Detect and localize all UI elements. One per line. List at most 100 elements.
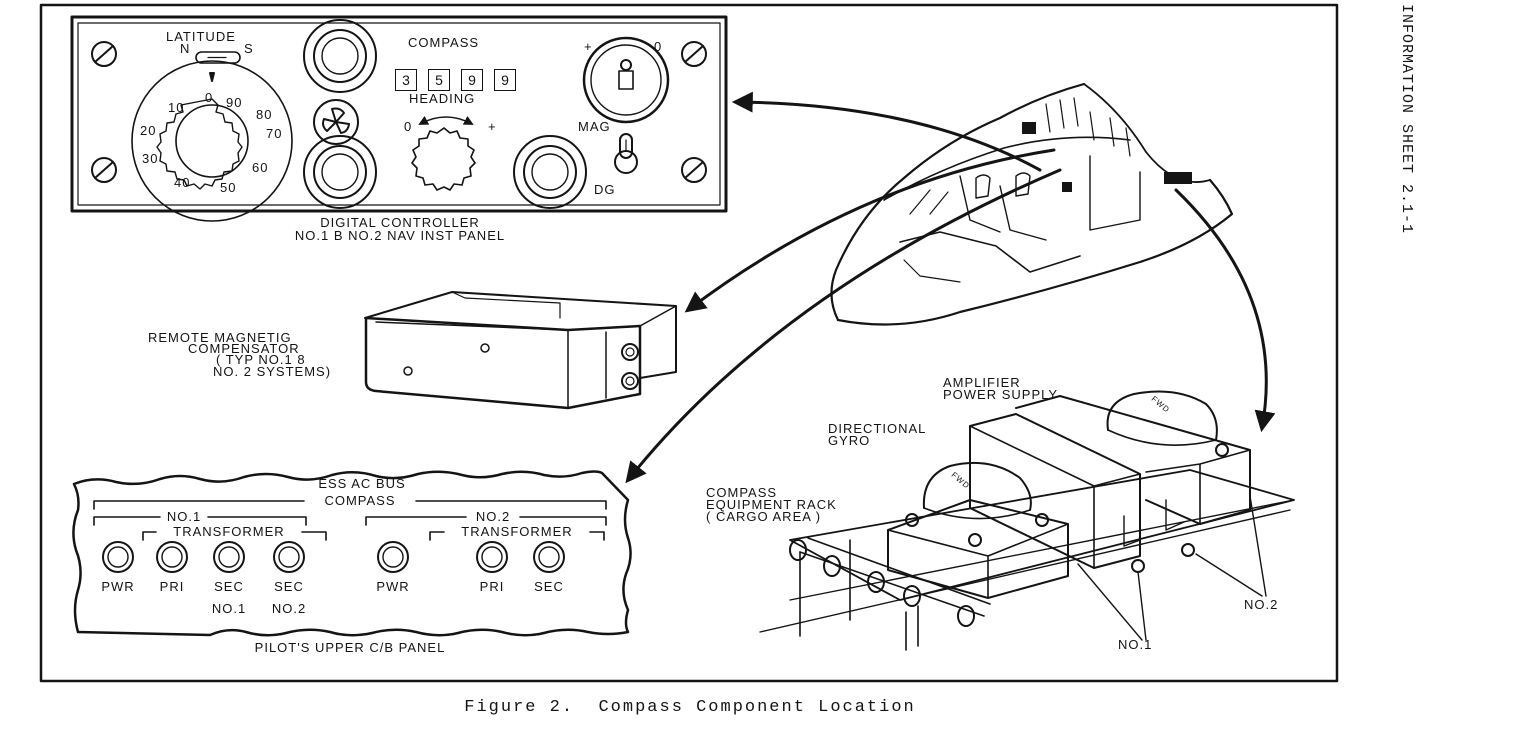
arrow-to-cb-panel bbox=[625, 168, 1062, 484]
roller-icon bbox=[903, 585, 921, 607]
cockpit-cutaway-illustration bbox=[830, 82, 1234, 326]
cb-no1-label: NO.1 bbox=[166, 509, 202, 524]
nav-panel-title-line1: DIGITAL CONTROLLER bbox=[320, 215, 480, 230]
gyro-label-line1: DIRECTIONAL bbox=[828, 421, 927, 436]
dial-tick-label: 90 bbox=[226, 95, 243, 110]
amplifier-label-line1: AMPLIFIER bbox=[943, 375, 1021, 390]
mount-screw-icon bbox=[1181, 543, 1195, 557]
breaker-label: SEC bbox=[214, 579, 244, 594]
connector-icon bbox=[621, 343, 639, 361]
sync-knob-icon bbox=[411, 115, 476, 191]
connector-icon bbox=[621, 372, 639, 390]
nav-instrument-panel bbox=[70, 15, 728, 222]
roller-icon bbox=[867, 571, 885, 593]
circuit-breaker-icon bbox=[533, 541, 565, 573]
roller-icon bbox=[789, 539, 807, 561]
figure-caption: Figure 2. Compass Component Location bbox=[464, 698, 916, 717]
latitude-dial-icon bbox=[131, 60, 293, 222]
figure-frame bbox=[39, 3, 1339, 683]
mag-plus-label: + bbox=[584, 39, 593, 54]
breaker-sub-label: NO.1 bbox=[211, 601, 247, 616]
circuit-breaker-icon bbox=[156, 541, 188, 573]
heading-digit-2: 5 bbox=[428, 69, 450, 91]
nav-panel-title-line2: NO.1 B NO.2 NAV INST PANEL bbox=[294, 228, 506, 243]
dial-tick-label: 60 bbox=[252, 160, 269, 175]
rack-label-line2: EQUIPMENT RACK bbox=[706, 497, 837, 512]
panel-screw-icon bbox=[91, 41, 117, 67]
cb-transformer1-label: TRANSFORMER bbox=[173, 524, 285, 539]
mount-screw-icon bbox=[1131, 559, 1145, 573]
circuit-breaker-icon bbox=[476, 541, 508, 573]
panel-screw-icon bbox=[681, 157, 707, 183]
heading-digit-4: 9 bbox=[494, 69, 516, 91]
roller-icon bbox=[957, 605, 975, 627]
circuit-breaker-icon bbox=[273, 541, 305, 573]
rack-no1-label: NO.1 bbox=[1118, 637, 1153, 652]
remote-compensator-unit bbox=[364, 291, 677, 410]
indicator-bezel-icon bbox=[303, 19, 377, 93]
cb-no2-label: NO.2 bbox=[475, 509, 511, 524]
indicator-bezel-icon bbox=[513, 135, 587, 209]
mag-zero-label: 0 bbox=[654, 39, 663, 54]
breaker-label: PRI bbox=[479, 579, 505, 594]
panel-screw-icon bbox=[91, 157, 117, 183]
mount-screw-icon bbox=[968, 533, 982, 547]
dial-tick-label: 10 bbox=[168, 100, 185, 115]
sync-plus-label: + bbox=[488, 119, 497, 134]
breaker-label: PRI bbox=[159, 579, 185, 594]
magnetic-indicator-icon bbox=[582, 36, 670, 124]
dial-tick-label: 0 bbox=[205, 90, 214, 105]
heading-digit-3: 9 bbox=[461, 69, 483, 91]
mount-screw-icon bbox=[1215, 443, 1229, 457]
mag-label: MAG bbox=[578, 119, 611, 134]
latitude-label: LATITUDE bbox=[166, 29, 236, 44]
latitude-switch-icon bbox=[195, 51, 241, 64]
cb-transformer2-label: TRANSFORMER bbox=[461, 524, 573, 539]
arrow-to-equipment-rack bbox=[1174, 188, 1276, 433]
compensator-label-line4: NO. 2 SYSTEMS) bbox=[213, 364, 332, 379]
ess-ac-bus-label: ESS AC BUS bbox=[318, 476, 406, 491]
compensator-label-line2: COMPENSATOR bbox=[188, 341, 300, 356]
equipment-rack-illustration bbox=[759, 390, 1295, 651]
breaker-sub-label: NO.2 bbox=[271, 601, 307, 616]
cb-panel-title: PILOT'S UPPER C/B PANEL bbox=[254, 640, 446, 655]
heading-digit-1: 3 bbox=[395, 69, 417, 91]
breaker-label: SEC bbox=[534, 579, 564, 594]
circuit-breaker-panel bbox=[72, 470, 632, 637]
sync-zero-label: 0 bbox=[404, 119, 413, 134]
cb-compass-label: COMPASS bbox=[324, 493, 396, 508]
heading-label: HEADING bbox=[409, 91, 476, 106]
compass-label: COMPASS bbox=[408, 35, 480, 50]
dial-tick-label: 50 bbox=[220, 180, 237, 195]
dial-tick-label: 40 bbox=[174, 175, 191, 190]
mount-screw-icon bbox=[1035, 513, 1049, 527]
amplifier-label-line2: POWER SUPPLY bbox=[943, 387, 1059, 402]
dial-tick-label: 30 bbox=[142, 151, 159, 166]
compensator-label-line1: REMOTE MAGNETIG bbox=[148, 330, 292, 345]
compensator-label-line3: ( TYP NO.1 8 bbox=[216, 352, 306, 367]
latitude-south-label: S bbox=[244, 41, 254, 56]
mag-dg-toggle-icon bbox=[614, 133, 638, 174]
rack-label-line3: ( CARGO AREA ) bbox=[706, 509, 822, 524]
circuit-breaker-icon bbox=[213, 541, 245, 573]
breaker-label: PWR bbox=[101, 579, 135, 594]
latitude-north-label: N bbox=[180, 41, 191, 56]
dial-tick-label: 80 bbox=[256, 107, 273, 122]
arrow-to-nav-panel bbox=[731, 91, 1042, 172]
mount-screw-icon bbox=[905, 513, 919, 527]
roller-icon bbox=[823, 555, 841, 577]
panel-screw-icon bbox=[681, 41, 707, 67]
breaker-label: PWR bbox=[376, 579, 410, 594]
dg-label: DG bbox=[594, 182, 616, 197]
location-arrows bbox=[625, 91, 1276, 484]
circuit-breaker-icon bbox=[102, 541, 134, 573]
indicator-bezel-icon bbox=[303, 135, 377, 209]
circuit-breaker-icon bbox=[377, 541, 409, 573]
breaker-label: SEC bbox=[274, 579, 304, 594]
dial-tick-label: 70 bbox=[266, 126, 283, 141]
information-sheet-text: INFORMATION SHEET 2.1-1 bbox=[1398, 3, 1415, 235]
dial-tick-label: 20 bbox=[140, 123, 157, 138]
gyro-label-line2: GYRO bbox=[828, 433, 871, 448]
